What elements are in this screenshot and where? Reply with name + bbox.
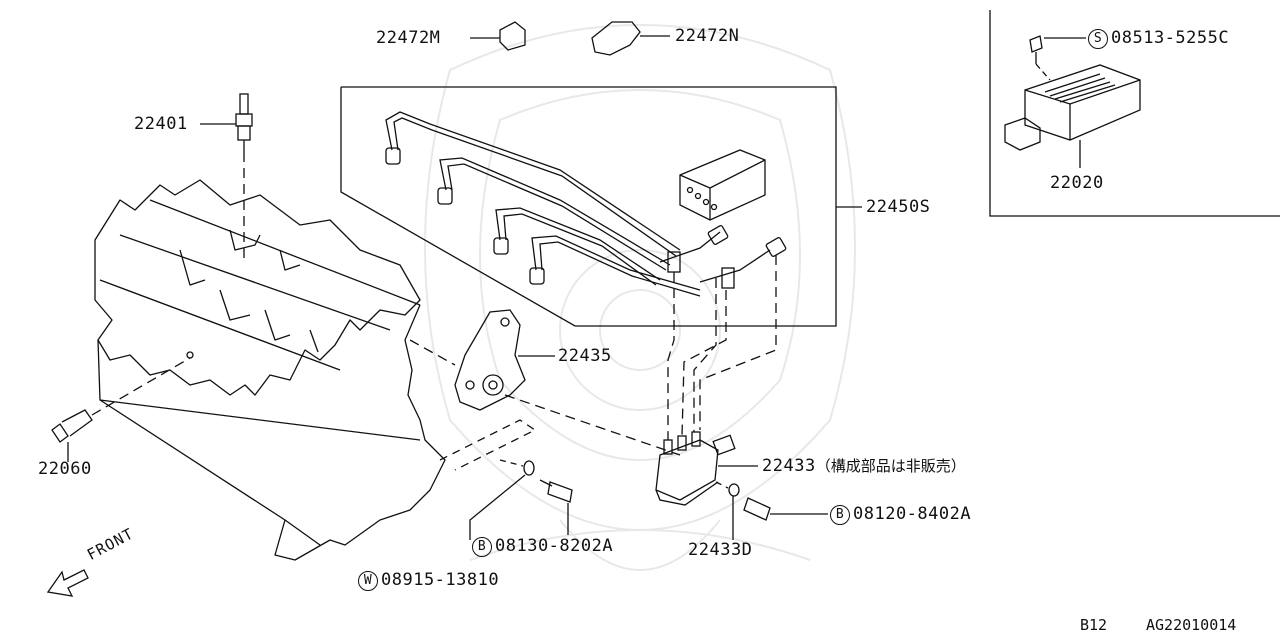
prefix-circle-w: W xyxy=(358,571,378,591)
prefix-circle-b: B xyxy=(472,537,492,557)
bracket-drawing xyxy=(409,309,681,456)
watermark-emblem xyxy=(424,24,856,571)
part-label-22020: 22020 xyxy=(1050,173,1104,193)
part-label-22435: 22435 xyxy=(558,346,612,366)
part-label-22401: 22401 xyxy=(134,114,188,134)
part-number-08513: 08513-5255C xyxy=(1111,28,1230,48)
part-number-08130: 08130-8202A xyxy=(495,536,614,556)
wire-route-dashes xyxy=(667,255,777,440)
part-note-not-sold: （構成部品は非販売） xyxy=(815,457,966,475)
plug-wires-drawing xyxy=(385,111,787,297)
fasteners-drawing xyxy=(439,419,828,540)
wire-clips-drawing xyxy=(470,21,670,56)
part-label-22472m: 22472M xyxy=(376,28,441,48)
ignition-module-drawing xyxy=(1004,35,1141,168)
prefix-circle-s: S xyxy=(1088,29,1108,49)
part-label-22472n: 22472N xyxy=(675,26,740,46)
part-label-22450s: 22450S xyxy=(866,197,931,217)
part-number-08915: 08915-13810 xyxy=(381,570,500,590)
prefix-circle-b: B xyxy=(830,505,850,525)
footer-model: B12 xyxy=(1080,616,1108,634)
distributor-drawing xyxy=(655,431,758,506)
spark-plug-drawing xyxy=(200,93,253,260)
footer-diagram-code: AG22010014 xyxy=(1146,616,1237,634)
part-label-22433: 22433（構成部品は非販売） xyxy=(762,456,966,476)
wire-kit-box xyxy=(340,86,862,327)
part-label-22433d: 22433D xyxy=(688,540,753,560)
connector-block-drawing xyxy=(679,149,766,221)
cylinder-head-drawing xyxy=(94,179,446,561)
part-number-22433: 22433 xyxy=(762,456,816,476)
module-inset-frame xyxy=(989,10,1280,217)
front-arrow xyxy=(46,569,89,597)
part-number-08120: 08120-8402A xyxy=(853,504,972,524)
sensor-drawing xyxy=(51,357,191,462)
part-label-22060: 22060 xyxy=(38,459,92,479)
